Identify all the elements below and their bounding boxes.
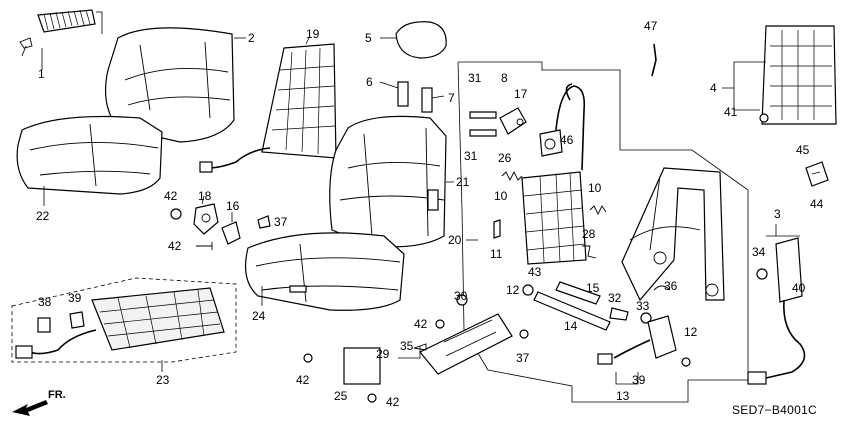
callout-42-c: 42 [414, 317, 428, 331]
callout-46: 46 [560, 133, 574, 147]
callout-25: 25 [334, 389, 348, 403]
front-direction-arrow: FR. [12, 389, 66, 416]
part-springs-clips [493, 170, 607, 259]
callout-24: 24 [252, 309, 266, 323]
part-seat-side-trim [303, 294, 529, 403]
part-clip-45 [805, 161, 829, 187]
part-seatback-cover [105, 27, 246, 143]
callout-16: 16 [226, 199, 240, 213]
callout-2: 2 [248, 31, 255, 45]
part-small-hardware-left [170, 195, 271, 250]
callout-22: 22 [36, 209, 50, 223]
callout-20: 20 [448, 233, 462, 247]
callout-19: 19 [306, 27, 320, 41]
callout-labels: 1 2 19 5 6 7 47 4 41 31 8 17 31 26 46 10… [36, 19, 824, 409]
callout-11: 11 [490, 247, 503, 261]
callout-39-right: 39 [632, 373, 646, 387]
callout-45: 45 [796, 143, 810, 157]
callout-7: 7 [448, 91, 455, 105]
callout-4: 4 [710, 81, 717, 95]
callout-10-right: 10 [588, 181, 602, 195]
callout-21: 21 [456, 175, 470, 189]
part-headrest [379, 21, 447, 113]
callout-32: 32 [608, 291, 622, 305]
callout-39-left: 39 [68, 291, 82, 305]
callout-47: 47 [644, 19, 658, 33]
callout-41: 41 [724, 105, 738, 119]
callout-14: 14 [564, 319, 578, 333]
front-direction-label: FR. [48, 389, 66, 401]
part-seatback-frame [597, 167, 725, 385]
callout-44: 44 [810, 197, 824, 211]
callout-15: 15 [586, 281, 600, 295]
part-clip-set [19, 9, 103, 70]
callout-23: 23 [156, 373, 170, 387]
callout-18: 18 [198, 189, 212, 203]
part-recliner-bracket [469, 107, 527, 137]
callout-42-b: 42 [168, 239, 182, 253]
callout-42-a: 42 [164, 189, 178, 203]
part-back-heater [199, 35, 337, 173]
part-lumbar-motor [539, 83, 586, 171]
callout-30: 30 [454, 289, 468, 303]
part-fasteners-center [609, 285, 671, 324]
callout-8: 8 [501, 71, 508, 85]
part-lumbar-support [521, 171, 587, 265]
callout-28: 28 [582, 227, 596, 241]
callout-12-left: 12 [506, 283, 520, 297]
callout-31-top: 31 [468, 71, 482, 85]
callout-29: 29 [376, 347, 390, 361]
callout-42-d: 42 [296, 373, 310, 387]
callout-37-a: 37 [274, 215, 288, 229]
callout-33: 33 [636, 299, 650, 313]
callout-40: 40 [792, 281, 806, 295]
callout-1: 1 [38, 67, 45, 81]
callout-13: 13 [616, 389, 630, 403]
callout-26: 26 [498, 151, 512, 165]
callout-3: 3 [774, 207, 781, 221]
callout-6: 6 [366, 75, 373, 89]
callout-38: 38 [38, 295, 52, 309]
callout-31-bottom: 31 [464, 149, 478, 163]
part-seatback-assy [329, 115, 454, 248]
callout-12-right: 12 [684, 325, 698, 339]
callout-17: 17 [514, 87, 528, 101]
part-side-airbag [747, 224, 806, 385]
callout-10-left: 10 [494, 189, 508, 203]
callout-36: 36 [664, 279, 678, 293]
callout-35: 35 [400, 339, 414, 353]
part-cushion-heater [11, 277, 237, 372]
callout-34: 34 [752, 245, 766, 259]
callout-42-e: 42 [386, 395, 400, 409]
part-back-panel [651, 25, 837, 125]
part-cushion-cover [16, 115, 163, 206]
callout-43: 43 [528, 265, 542, 279]
callout-37-b: 37 [516, 351, 530, 365]
part-rod-assembly [522, 281, 611, 331]
diagram-code: SED7−B4001C [732, 403, 817, 417]
callout-5: 5 [365, 31, 372, 45]
part-seat-cushion [245, 232, 405, 311]
